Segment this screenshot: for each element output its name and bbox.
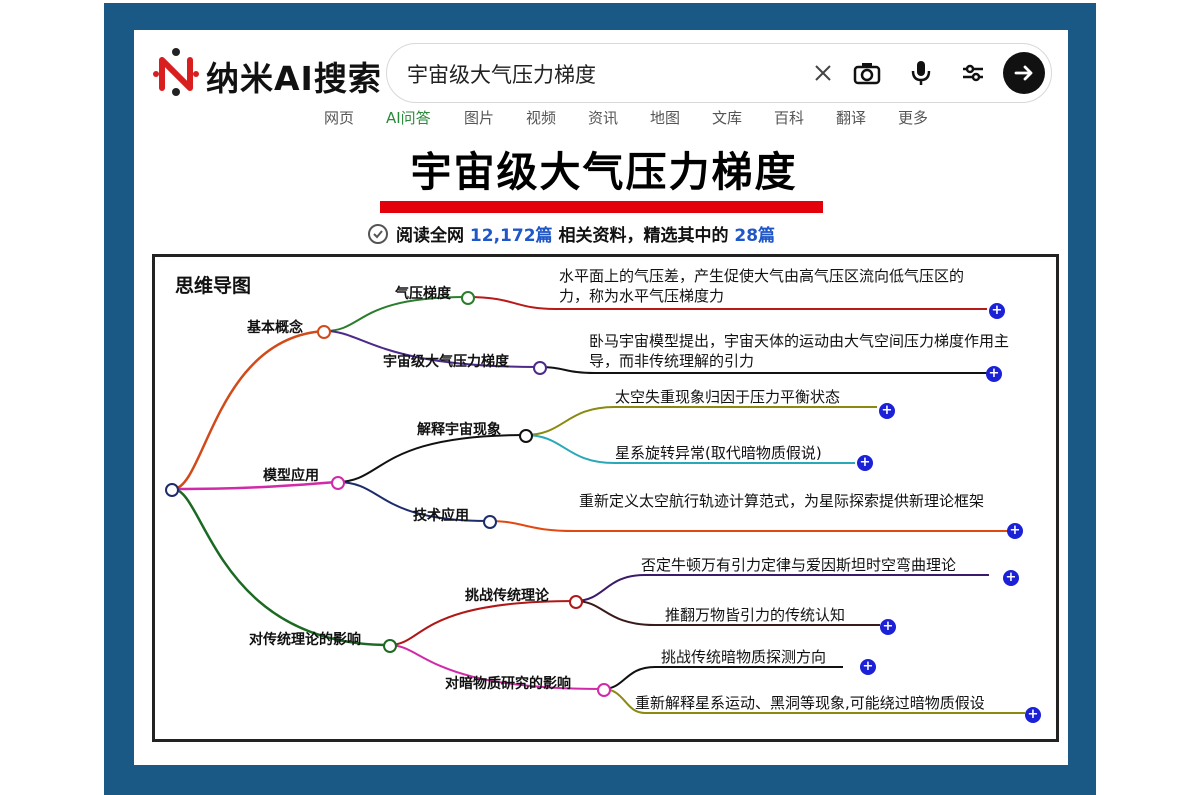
- screenshot-panel: 纳米AI搜索 网页 AI问答 图片 视频 资讯 地图 文库 百科 翻译 更多 宇…: [134, 30, 1068, 765]
- connector-leaf-negate: [574, 574, 989, 602]
- tab-more[interactable]: 更多: [898, 109, 929, 127]
- stats-total[interactable]: 12,172篇: [469, 226, 553, 246]
- tab-docs[interactable]: 文库: [712, 109, 743, 127]
- expand-plus-icon[interactable]: +: [989, 303, 1005, 319]
- node-explain[interactable]: [519, 429, 533, 443]
- submit-search-button[interactable]: [1003, 52, 1045, 94]
- stats-selected[interactable]: 28篇: [734, 226, 776, 246]
- leaf-overturn: 推翻万物皆引力的传统认知: [665, 606, 846, 624]
- sub-label-pressure: 气压梯度: [395, 286, 451, 302]
- leaf-negate: 否定牛顿万有引力定律与爱因斯坦时空弯曲理论: [641, 556, 957, 574]
- connector-leaf-weightless: [524, 406, 877, 436]
- tab-videos[interactable]: 视频: [526, 109, 557, 127]
- source-stats: 阅读全网 12,172篇 相关资料，精选其中的 28篇: [368, 221, 775, 246]
- tab-maps[interactable]: 地图: [650, 109, 681, 127]
- mindmap-container: 思维导图 基本概念 模型应用 对传统理论的影响 气压梯度 宇宙级大气压力梯度 解…: [152, 254, 1059, 742]
- node-pressure[interactable]: [461, 291, 475, 305]
- stats-middle: 相关资料，精选其中的: [558, 226, 729, 246]
- connector-leaf-overturn: [574, 600, 880, 626]
- filter-icon[interactable]: [959, 59, 987, 87]
- expand-plus-icon[interactable]: +: [1003, 570, 1019, 586]
- expand-plus-icon[interactable]: +: [1007, 523, 1023, 539]
- tab-translate[interactable]: 翻译: [836, 109, 867, 127]
- search-input[interactable]: [405, 56, 789, 92]
- node-cosmic[interactable]: [533, 361, 547, 375]
- camera-icon[interactable]: [853, 59, 881, 87]
- mindmap-title: 思维导图: [175, 275, 252, 297]
- leaf-tech: 重新定义太空航行轨迹计算范式，为星际探索提供新理论框架: [579, 492, 985, 510]
- sub-label-tech: 技术应用: [413, 508, 469, 524]
- sub-label-challenge: 挑战传统理论: [465, 588, 549, 604]
- node-challenge[interactable]: [569, 595, 583, 609]
- expand-plus-icon[interactable]: +: [1025, 707, 1041, 723]
- title-underline: [380, 201, 823, 213]
- branch-label-impact: 对传统理论的影响: [249, 632, 361, 648]
- expand-plus-icon[interactable]: +: [857, 455, 873, 471]
- node-model[interactable]: [331, 476, 345, 490]
- brand-name[interactable]: 纳米AI搜索: [206, 59, 382, 98]
- tab-news[interactable]: 资讯: [588, 109, 619, 127]
- expand-plus-icon[interactable]: +: [986, 366, 1002, 382]
- connector-basic-pressure: [324, 296, 468, 332]
- connector-leaf-galaxy: [524, 434, 855, 464]
- connector-root-basic: [172, 329, 326, 491]
- node-impact[interactable]: [383, 639, 397, 653]
- branch-label-basic: 基本概念: [247, 320, 303, 336]
- check-circle-icon: [368, 224, 388, 244]
- connector-impact-challenge: [388, 600, 576, 646]
- leaf-reexplain: 重新解释星系运动、黑洞等现象,可能绕过暗物质假设: [635, 694, 985, 712]
- search-bar: [386, 43, 1052, 103]
- expand-plus-icon[interactable]: +: [879, 403, 895, 419]
- connector-impact-darkmatter: [388, 644, 604, 690]
- mindmap-connectors: [172, 296, 1025, 714]
- close-icon[interactable]: [809, 59, 837, 87]
- leaf-detect: 挑战传统暗物质探测方向: [661, 648, 827, 666]
- connector-model-explain: [336, 434, 526, 483]
- root-node[interactable]: [165, 483, 179, 497]
- arrow-right-icon: [1014, 65, 1033, 81]
- sub-label-explain: 解释宇宙现象: [417, 422, 501, 438]
- node-darkmatter[interactable]: [597, 683, 611, 697]
- tab-web[interactable]: 网页: [324, 109, 355, 127]
- expand-plus-icon[interactable]: +: [880, 619, 896, 635]
- page-title: 宇宙级大气压力梯度: [410, 148, 798, 196]
- leaf-galaxy: 星系旋转异常(取代暗物质假说): [615, 444, 822, 462]
- branch-label-model: 模型应用: [263, 468, 319, 484]
- connector-root-impact: [172, 487, 390, 647]
- brand-logo-icon: [153, 48, 199, 96]
- node-basic[interactable]: [317, 325, 331, 339]
- connector-basic-cosmic: [324, 330, 540, 368]
- connector-model-tech: [336, 481, 490, 522]
- connector-leaf-detect: [602, 666, 843, 690]
- sub-label-darkmatter: 对暗物质研究的影响: [445, 676, 571, 692]
- tab-wiki[interactable]: 百科: [774, 109, 805, 127]
- sub-label-cosmic: 宇宙级大气压力梯度: [383, 354, 509, 370]
- leaf-weightless: 太空失重现象归因于压力平衡状态: [615, 388, 841, 406]
- tab-ai-qa[interactable]: AI问答: [386, 109, 431, 127]
- node-tech[interactable]: [483, 515, 497, 529]
- connector-leaf-tech: [488, 520, 1010, 532]
- expand-plus-icon[interactable]: +: [860, 659, 876, 675]
- connector-leaf-pressure: [466, 296, 987, 310]
- microphone-icon[interactable]: [907, 59, 935, 87]
- leaf-cosmic: 卧马宇宙模型提出，宇宙天体的运动由大气空间压力梯度作用主导，而非传统理解的引力: [589, 332, 1010, 370]
- tab-images[interactable]: 图片: [464, 109, 495, 127]
- stats-prefix: 阅读全网: [396, 226, 464, 246]
- connector-root-model: [172, 480, 338, 491]
- leaf-pressure: 水平面上的气压差，产生促使大气由高气压区流向低气压区的力，称为水平气压梯度力: [559, 267, 965, 305]
